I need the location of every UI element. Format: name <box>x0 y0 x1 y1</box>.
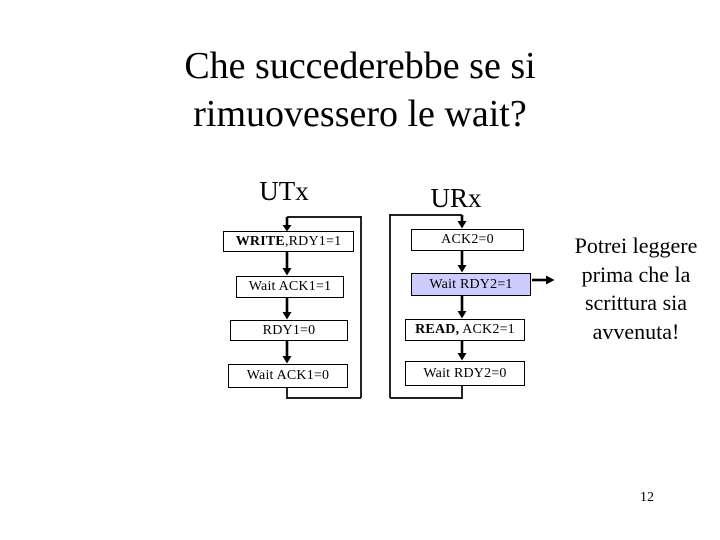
utx-box-write-rdy1: WRITE,RDY1=1 <box>223 231 354 252</box>
urx-box-wait-rdy2-1-highlighted: Wait RDY2=1 <box>411 273 531 296</box>
page-number: 12 <box>640 490 654 505</box>
box-text: ACK2=0 <box>441 232 494 247</box>
note-line: prima che la <box>581 261 691 287</box>
arrow-right-icon <box>546 275 555 285</box>
utx-box-wait-ack1-1: Wait ACK1=1 <box>236 276 344 298</box>
box-text: Wait ACK1=0 <box>246 368 330 383</box>
slide-title: Che succederebbe se si rimuovessero le w… <box>0 42 720 138</box>
note-line: scrittura sia <box>584 290 688 315</box>
box-text: Wait ACK1=1 <box>248 279 332 294</box>
arrow-down-icon <box>457 265 467 273</box>
box-text: Wait RDY2=0 <box>423 366 507 381</box>
utx-box-rdy1-0: RDY1=0 <box>230 320 348 341</box>
utx-column-label: UTx <box>259 176 309 206</box>
arrow-down-icon <box>282 312 292 320</box>
box-text: Wait RDY2=1 <box>429 277 513 292</box>
utx-box-wait-ack1-0: Wait ACK1=0 <box>228 364 348 388</box>
box-text: ,RDY1=1 <box>284 234 342 249</box>
title-line-1: Che succederebbe se si <box>184 45 536 87</box>
arrow-down-icon <box>457 221 467 229</box>
box-text: RDY1=0 <box>262 323 316 338</box>
title-line-2: rimuovessero le wait? <box>193 93 527 135</box>
urx-box-ack2-0: ACK2=0 <box>411 229 524 251</box>
arrow-down-icon <box>282 225 292 232</box>
note-line: Potrei leggere <box>574 233 698 258</box>
arrow-down-icon <box>457 353 467 361</box>
urx-column-label: URx <box>430 183 482 213</box>
urx-box-wait-rdy2-0: Wait RDY2=0 <box>405 361 525 386</box>
box-text-bold: WRITE <box>235 234 285 249</box>
arrow-down-icon <box>457 311 467 319</box>
box-text: ACK2=1 <box>459 322 515 337</box>
box-text-bold: READ, <box>415 322 460 337</box>
arrow-down-icon <box>282 268 292 276</box>
note-line: avvenuta! <box>592 318 680 344</box>
urx-box-read-ack2-1: READ, ACK2=1 <box>405 319 525 341</box>
arrow-down-icon <box>282 356 292 364</box>
note-text: Potrei leggere prima che la scrittura si… <box>560 232 712 346</box>
